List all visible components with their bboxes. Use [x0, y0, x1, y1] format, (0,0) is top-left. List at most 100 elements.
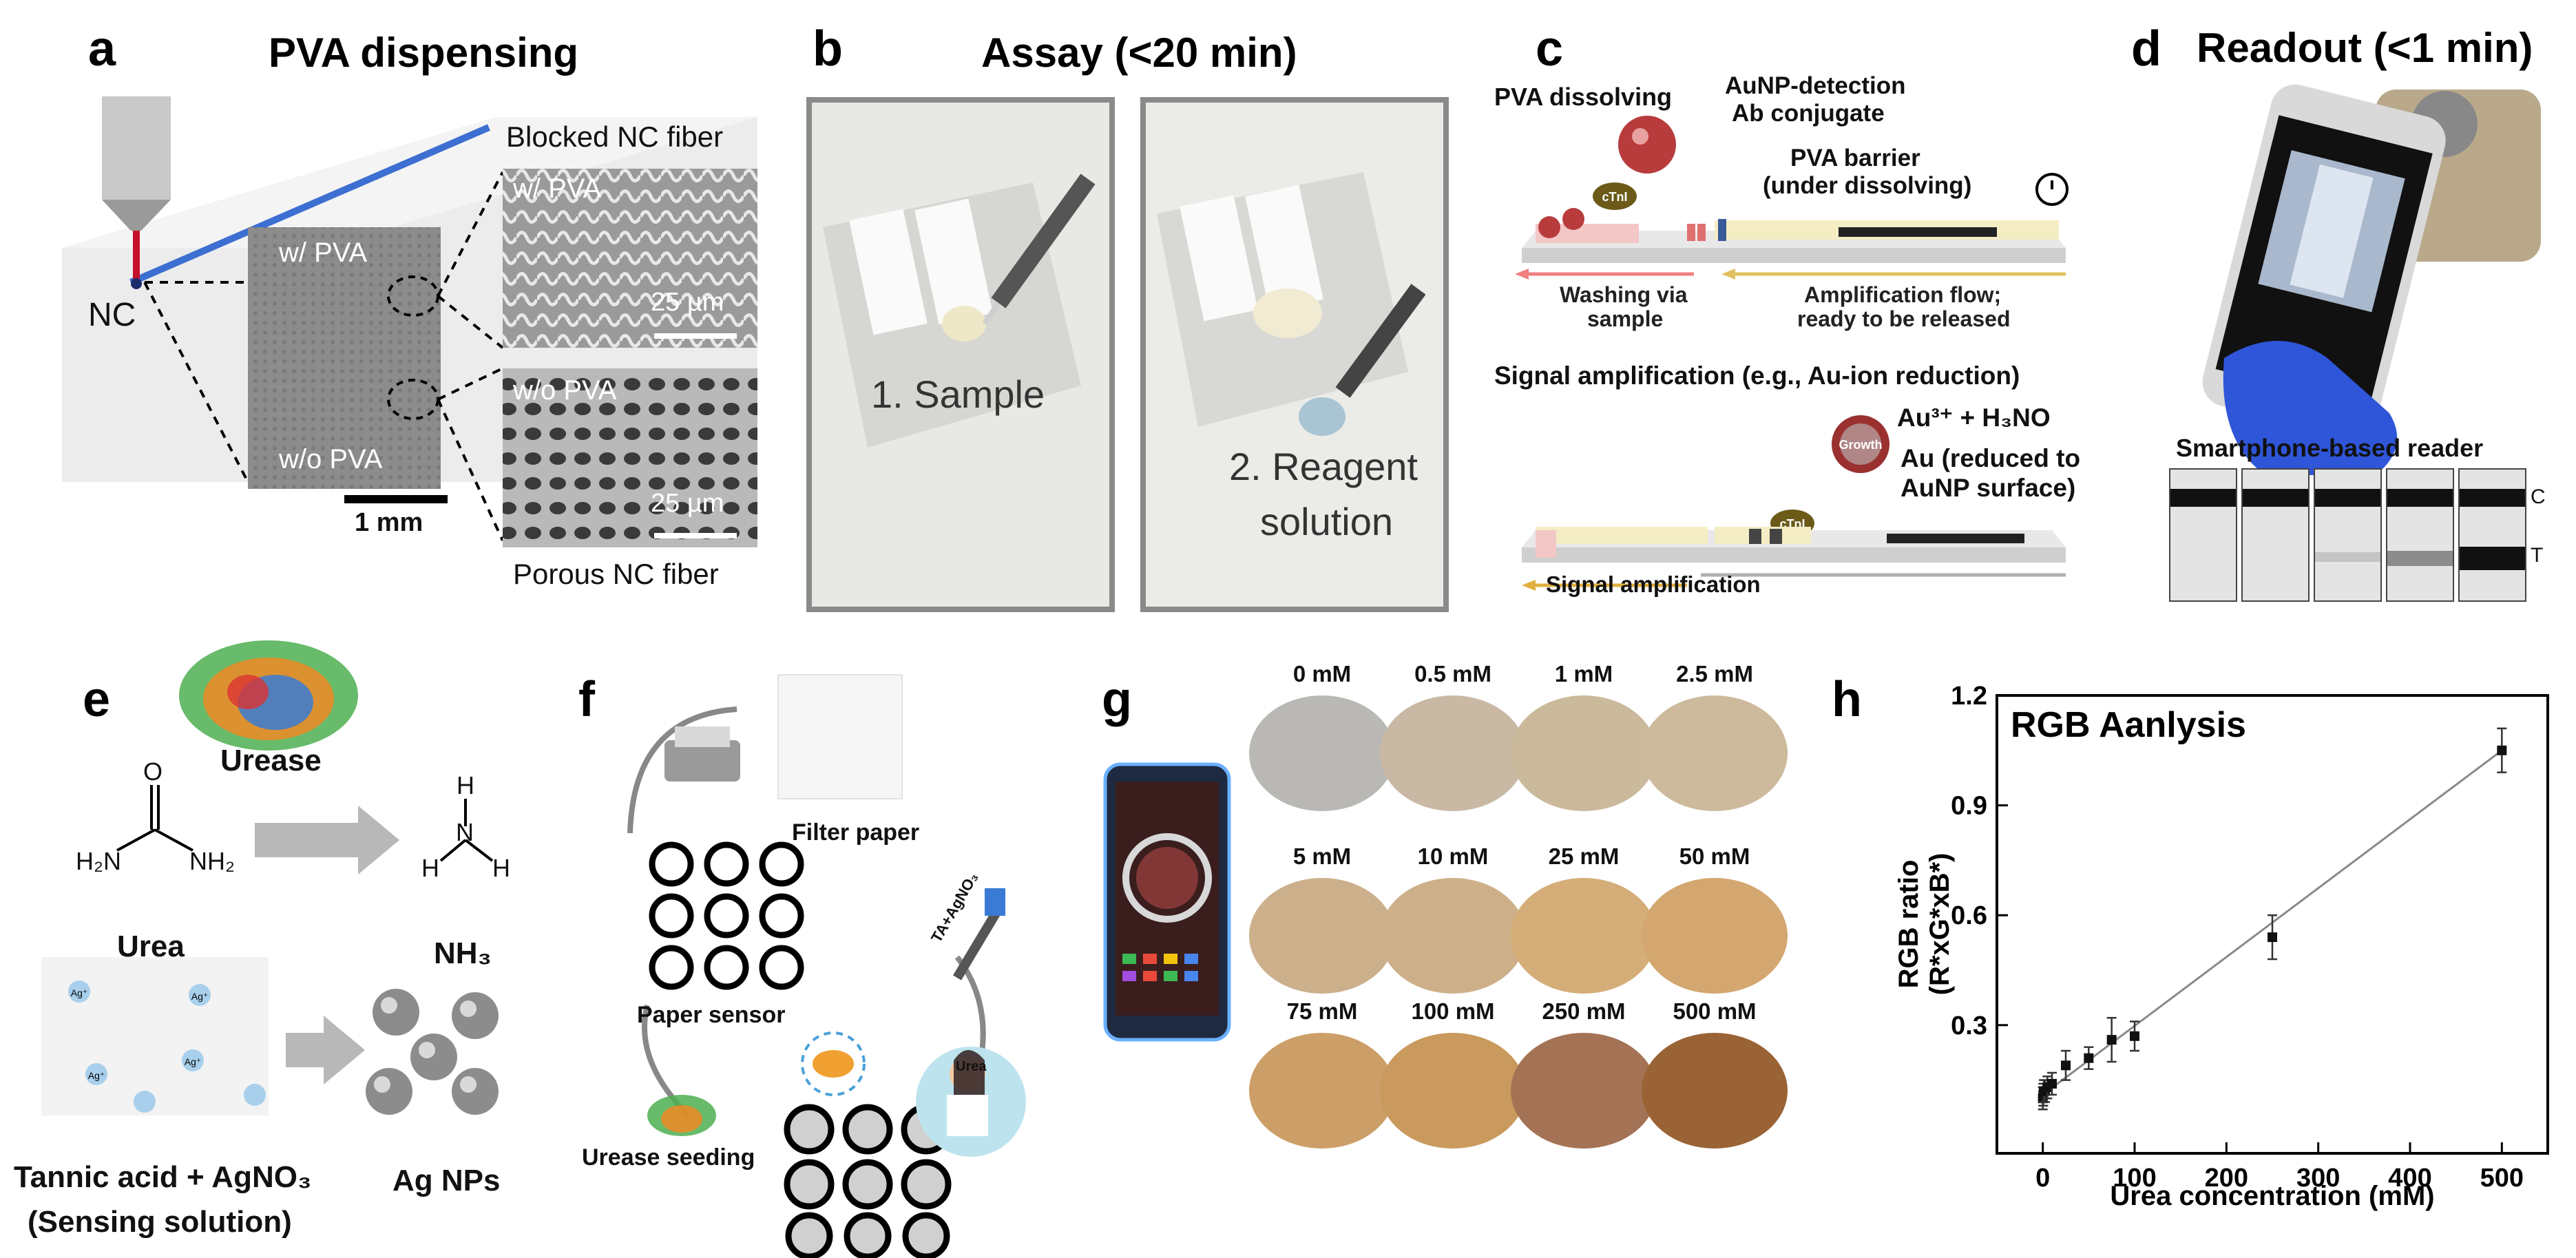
color-swatch: [1380, 695, 1526, 811]
color-swatch-grid: 0 mM 0.5 mM 1 mM 2.5 mM 5 mM 10 mM 25 mM…: [1239, 633, 1788, 1258]
swatch-conc-label: 10 mM: [1417, 843, 1489, 869]
step2-label-line2: solution: [1260, 500, 1394, 543]
x-tick-label: 0: [2035, 1164, 2050, 1193]
result-strip: [2314, 468, 2382, 602]
washing-label-2: sample: [1587, 306, 1664, 331]
data-point: [2497, 745, 2507, 755]
au3-label: Au³⁺ + H₃NO: [1897, 403, 2051, 432]
panel-label-g: g: [1102, 672, 1132, 727]
panel-b-title: Assay (<20 min): [981, 30, 1297, 76]
panel-e: e Ag⁺ Ag⁺ Ag⁺ Ag⁺ Urease O H₂N NH₂ Urea …: [0, 633, 551, 1258]
tannic-label-2: (Sensing solution): [28, 1205, 292, 1239]
blocked-nc-label: Blocked NC fiber: [506, 120, 724, 153]
data-point: [2061, 1060, 2071, 1071]
nh3-h-right: H: [492, 854, 510, 882]
y-tick-label: 0.3: [1951, 1011, 1987, 1040]
ag-ion-label: Ag⁺: [88, 1070, 105, 1081]
nh3-h-left: H: [421, 854, 439, 882]
panel-label-f: f: [578, 672, 595, 727]
plot-frame: [1996, 694, 2549, 1155]
t-line-label: T: [2531, 544, 2544, 567]
wpva-sem-label: w/ PVA: [513, 174, 602, 204]
au-reduced-label-1: Au (reduced to: [1900, 444, 2081, 472]
panel-f: f Filter pap: [551, 633, 1102, 1258]
scale-mm: 1 mm: [355, 508, 423, 537]
color-swatch: [1511, 695, 1657, 811]
y-axis-label-2: (R*xG*xB*): [1925, 853, 1955, 996]
nh3-h-top: H: [457, 771, 474, 799]
color-swatch: [1380, 1033, 1526, 1149]
urea-h2n-label: H₂N: [76, 847, 121, 875]
swatch-conc-label: 2.5 mM: [1676, 661, 1753, 686]
paper-sensor-workflow: [627, 674, 1026, 1258]
urea-tag: Urea: [956, 1059, 987, 1074]
x-tick-label: 200: [2205, 1164, 2248, 1193]
ag-ion-label: Ag⁺: [191, 991, 209, 1002]
c-line-label: C: [2531, 485, 2546, 508]
data-point: [2047, 1078, 2057, 1089]
swatch-conc-label: 1 mM: [1554, 661, 1613, 686]
ctnl-top: cTnI: [1602, 190, 1627, 204]
swatch-conc-label: 5 mM: [1292, 843, 1352, 869]
panel-a-title: PVA dispensing: [269, 30, 579, 76]
x-tick-label: 400: [2388, 1164, 2431, 1193]
panel-label-a: a: [88, 21, 116, 76]
data-point: [2084, 1053, 2094, 1063]
filter-paper-label: Filter paper: [792, 819, 920, 846]
result-strip: [2386, 468, 2454, 602]
rgb-ratio-chart: RGB Aanlysis Urea concentration (mM) RGB…: [1894, 682, 2549, 1211]
x-tick-label: 100: [2113, 1164, 2156, 1193]
color-swatch: [1380, 878, 1526, 994]
porous-nc-label: Porous NC fiber: [513, 558, 719, 590]
ag-nps-label: Ag NPs: [392, 1164, 501, 1197]
y-axis-label: RGB ratio: [1894, 860, 1924, 989]
paper-sensor-label: Paper sensor: [637, 1002, 786, 1028]
scale-um-bottom: 25 µm: [651, 489, 724, 518]
aunp-label-1: AuNP-detection: [1725, 72, 1906, 99]
washing-label-1: Washing via: [1560, 282, 1688, 307]
step1-label: 1. Sample: [871, 373, 1045, 416]
color-swatch: [1249, 878, 1395, 994]
strip-results: [2169, 468, 2555, 606]
color-swatch: [1642, 878, 1788, 994]
aunp-label-2: Ab conjugate: [1732, 100, 1885, 127]
panel-label-e: e: [83, 672, 111, 727]
wopva-sem-label: w/o PVA: [513, 375, 617, 406]
amp-flow-label-1: Amplification flow;: [1804, 282, 2002, 307]
nc-strip-illustration: [62, 96, 757, 547]
color-swatch: [1642, 695, 1788, 811]
swatch-conc-label: 75 mM: [1286, 998, 1358, 1024]
panel-c: c PVA dissolving AuNP-detection Ab conju…: [1460, 0, 2100, 620]
color-swatch: [1249, 695, 1395, 811]
amp-flow-label-2: ready to be released: [1797, 306, 2011, 331]
x-tick-label: 300: [2296, 1164, 2340, 1193]
step2-label-line1: 2. Reagent: [1229, 445, 1418, 488]
y-tick-label: 0.9: [1951, 792, 1987, 821]
barrier-label-2: (under dissolving): [1763, 172, 1972, 199]
swatch-conc-label: 50 mM: [1679, 843, 1750, 869]
urease-seeding-label: Urease seeding: [582, 1144, 755, 1171]
ag-ion-label: Ag⁺: [185, 1056, 202, 1067]
scale-um-top: 25 µm: [651, 288, 724, 317]
urea-label: Urea: [117, 930, 185, 963]
panel-label-b: b: [813, 21, 843, 76]
swatch-conc-label: 100 mM: [1411, 998, 1495, 1024]
y-tick-label: 0.6: [1951, 901, 1987, 930]
signal-amp-title: Signal amplification (e.g., Au-ion reduc…: [1494, 361, 2020, 390]
pva-dissolving-label: PVA dissolving: [1494, 83, 1673, 111]
lateral-flow-diagram: cTnI Growth cTnI: [1515, 116, 2069, 591]
tannic-label-1: Tannic acid + AgNO₃: [14, 1160, 312, 1194]
swatch-conc-label: 25 mM: [1548, 843, 1620, 869]
swatch-conc-label: 0 mM: [1292, 661, 1352, 686]
nh3-label: NH₃: [434, 936, 492, 970]
result-strip: [2458, 468, 2526, 602]
nc-label: NC: [88, 297, 136, 333]
barrier-label-1: PVA barrier: [1790, 145, 1920, 171]
smartphone-app-illustration: [1103, 762, 1231, 1042]
result-strip: [2241, 468, 2310, 602]
urease-label: Urease: [220, 744, 322, 777]
panel-d-title: Readout (<1 min): [2197, 25, 2533, 71]
au-reduced-label-2: AuNP surface): [1900, 474, 2076, 502]
result-strip: [2169, 468, 2237, 602]
color-swatch: [1642, 1033, 1788, 1149]
